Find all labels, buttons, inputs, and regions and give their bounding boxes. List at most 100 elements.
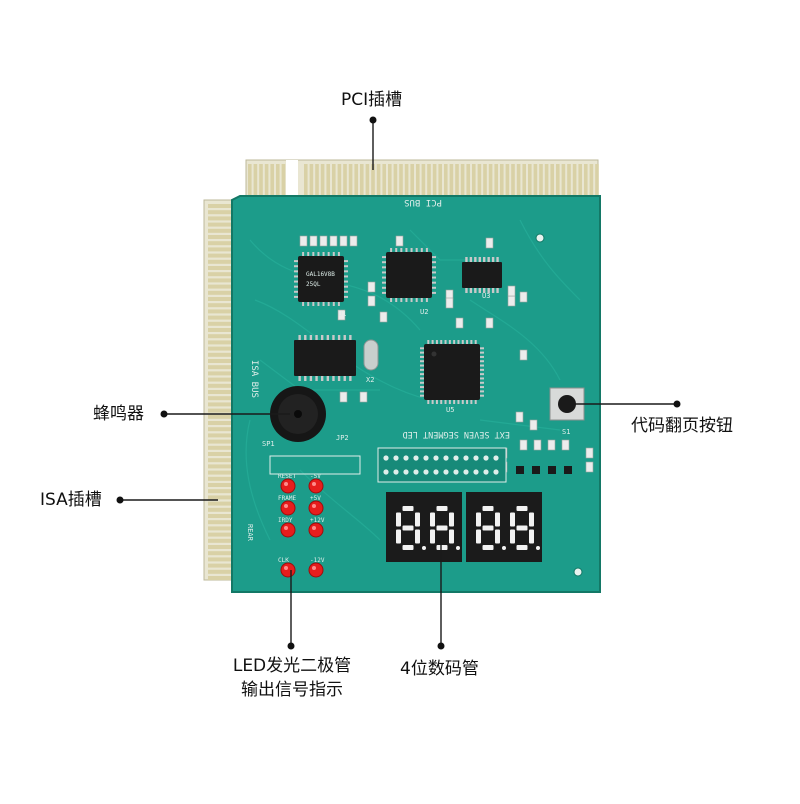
silk-pci-bus: PCI BUS [404, 197, 442, 207]
silk-led-label: -12V [310, 557, 325, 564]
silk-led-label: CLK [278, 557, 289, 564]
led [280, 562, 296, 578]
leader-isa-dot [116, 496, 124, 504]
callout-isa-slot: ISA插槽 [40, 490, 102, 510]
callout-buzzer: 蜂鸣器 [93, 404, 144, 424]
isa-finger [208, 445, 242, 450]
isa-finger [208, 290, 242, 295]
isa-finger [208, 563, 242, 568]
status-leds [280, 478, 324, 578]
callout-pci-slot: PCI插槽 [341, 90, 403, 110]
isa-finger [208, 390, 242, 394]
pci-finger [505, 164, 510, 198]
svg-text:GAL16V8B: GAL16V8B [306, 271, 335, 278]
pci-finger [460, 164, 465, 198]
isa-finger [208, 408, 242, 413]
leader-button-dot [673, 400, 681, 408]
isa-finger [208, 439, 242, 444]
isa-finger [208, 352, 242, 357]
isa-finger [208, 538, 242, 543]
isa-finger [208, 501, 242, 506]
isa-finger [208, 247, 242, 252]
pci-finger [309, 164, 314, 198]
buzzer-sp1 [270, 386, 326, 442]
svg-text:25QL: 25QL [306, 281, 321, 288]
isa-finger [208, 340, 242, 345]
isa-finger [208, 433, 242, 438]
isa-finger [208, 383, 242, 388]
isa-finger [208, 334, 242, 339]
silk-u1: U1 [338, 310, 346, 318]
pin-header [377, 447, 507, 483]
isa-finger [208, 427, 242, 432]
pci-finger [264, 164, 269, 198]
led [280, 500, 296, 516]
isa-finger [208, 464, 242, 469]
pci-gold-fingers [245, 159, 599, 201]
chip-u1: GAL16V8B 25QL [298, 256, 344, 302]
isa-finger [208, 507, 242, 512]
isa-finger [208, 402, 242, 407]
silk-led-label: +5V [310, 495, 321, 502]
pci-finger [320, 164, 325, 198]
silk-led-label: -5V [310, 473, 321, 480]
pci-finger [567, 164, 571, 198]
isa-finger [208, 489, 242, 494]
isa-finger [208, 297, 242, 301]
leader-buzzer-dot [160, 410, 168, 418]
isa-finger [208, 545, 242, 549]
isa-finger [208, 520, 242, 525]
silk-led-label: RESET [278, 473, 296, 480]
pci-finger [270, 164, 274, 198]
isa-finger [208, 569, 242, 574]
isa-finger [208, 328, 242, 332]
pci-finger [259, 164, 263, 198]
led [280, 522, 296, 538]
chip-u2 [386, 252, 432, 298]
mounting-hole [535, 233, 545, 243]
isa-finger [208, 365, 242, 370]
pci-finger [343, 164, 347, 198]
isa-finger [208, 284, 242, 289]
chip-u5 [424, 344, 480, 400]
display-module-right [466, 492, 542, 562]
isa-finger [208, 278, 242, 283]
pci-finger [511, 164, 515, 198]
led [280, 478, 296, 494]
pci-finger [332, 164, 336, 198]
silk-led-label: +12V [310, 517, 325, 524]
pci-finger [488, 164, 493, 198]
pci-finger [376, 164, 381, 198]
pci-finger [432, 164, 437, 198]
silk-led-label: FRAME [278, 495, 296, 502]
pci-finger [550, 164, 554, 198]
jumper-area [269, 455, 361, 475]
pci-finger [253, 164, 258, 198]
led [308, 522, 324, 538]
pci-finger [595, 164, 599, 198]
silk-u5: U5 [446, 406, 454, 414]
pci-finger [399, 164, 403, 198]
isa-finger [208, 259, 242, 264]
isa-finger [208, 266, 242, 270]
isa-finger [208, 241, 242, 246]
seven-segment-display [386, 492, 542, 562]
pci-finger [416, 164, 420, 198]
pci-finger [444, 164, 448, 198]
led [308, 478, 324, 494]
silk-led-label: IRDY [278, 517, 293, 524]
isa-finger [208, 309, 242, 314]
isa-finger [208, 421, 242, 425]
isa-finger [208, 228, 242, 233]
isa-finger [208, 495, 242, 500]
pci-finger [382, 164, 386, 198]
isa-finger [208, 204, 242, 208]
pci-finger [539, 164, 543, 198]
isa-finger [208, 315, 242, 320]
pci-finger [371, 164, 375, 198]
pci-finger [544, 164, 549, 198]
callout-seven-segment: 4位数码管 [400, 659, 479, 679]
isa-finger [208, 514, 242, 518]
